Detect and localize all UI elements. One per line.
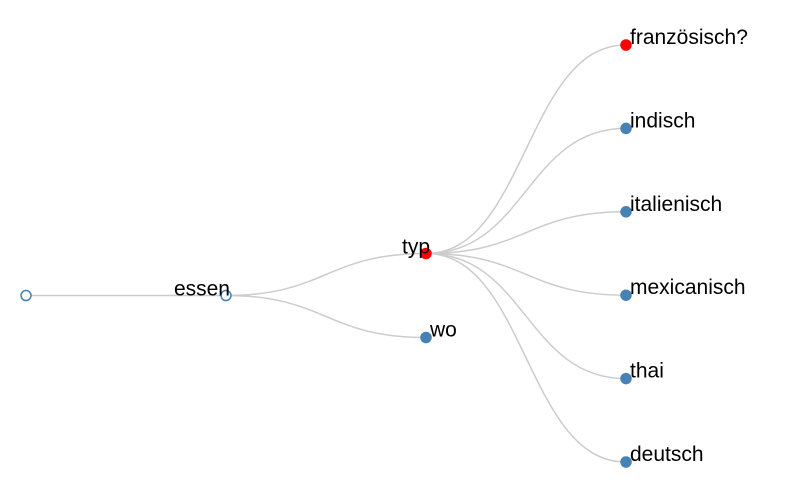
tree-node-indisch[interactable]: indisch <box>620 109 695 135</box>
node-label: französisch? <box>630 26 748 49</box>
tree-link-essen-to-wo <box>225 294 427 339</box>
node-circle-icon[interactable] <box>620 456 632 468</box>
tree-node-root[interactable] <box>20 289 32 302</box>
node-circle-icon[interactable] <box>420 331 432 344</box>
node-circle-icon[interactable] <box>20 289 32 302</box>
node-label: mexicanisch <box>630 276 746 299</box>
node-circle-icon[interactable] <box>620 122 632 135</box>
tree-link-typ-to-indisch <box>425 127 627 255</box>
tree-nodes: essen typ französisch? indisch italienisch me… <box>20 26 748 468</box>
tree-link-essen-to-typ <box>225 252 427 297</box>
tree-link-typ-to-franzosisch <box>425 44 627 255</box>
node-label: thai <box>630 360 664 383</box>
tree-link-typ-to-deutsch <box>425 252 627 463</box>
node-label: typ <box>402 236 430 259</box>
tree-node-essen[interactable]: essen <box>174 278 232 302</box>
node-circle-icon[interactable] <box>620 289 632 301</box>
tree-link-typ-to-italienisch <box>425 211 627 255</box>
node-circle-icon[interactable] <box>220 289 232 302</box>
tree-node-wo[interactable]: wo <box>420 319 457 344</box>
tree-node-typ[interactable]: typ <box>402 236 432 260</box>
tree-node-thai[interactable]: thai <box>620 360 664 385</box>
node-circle-icon[interactable] <box>620 372 632 385</box>
node-label: wo <box>429 319 457 342</box>
tree-link-typ-to-thai <box>425 252 627 380</box>
node-label: deutsch <box>630 443 704 466</box>
tree-node-italienisch[interactable]: italienisch <box>620 193 722 218</box>
tree-node-franzosisch[interactable]: französisch? <box>620 26 748 51</box>
node-circle-icon[interactable] <box>620 206 632 218</box>
tree-node-mexicanisch[interactable]: mexicanisch <box>620 276 746 301</box>
node-label: essen <box>174 278 230 301</box>
tree-links <box>26 44 627 463</box>
tree-link-typ-to-mexicanisch <box>425 252 627 296</box>
node-circle-icon[interactable] <box>620 39 632 51</box>
tree-node-deutsch[interactable]: deutsch <box>620 443 704 468</box>
node-circle-icon[interactable] <box>420 247 432 260</box>
node-label: indisch <box>630 109 695 132</box>
node-label: italienisch <box>630 193 722 216</box>
